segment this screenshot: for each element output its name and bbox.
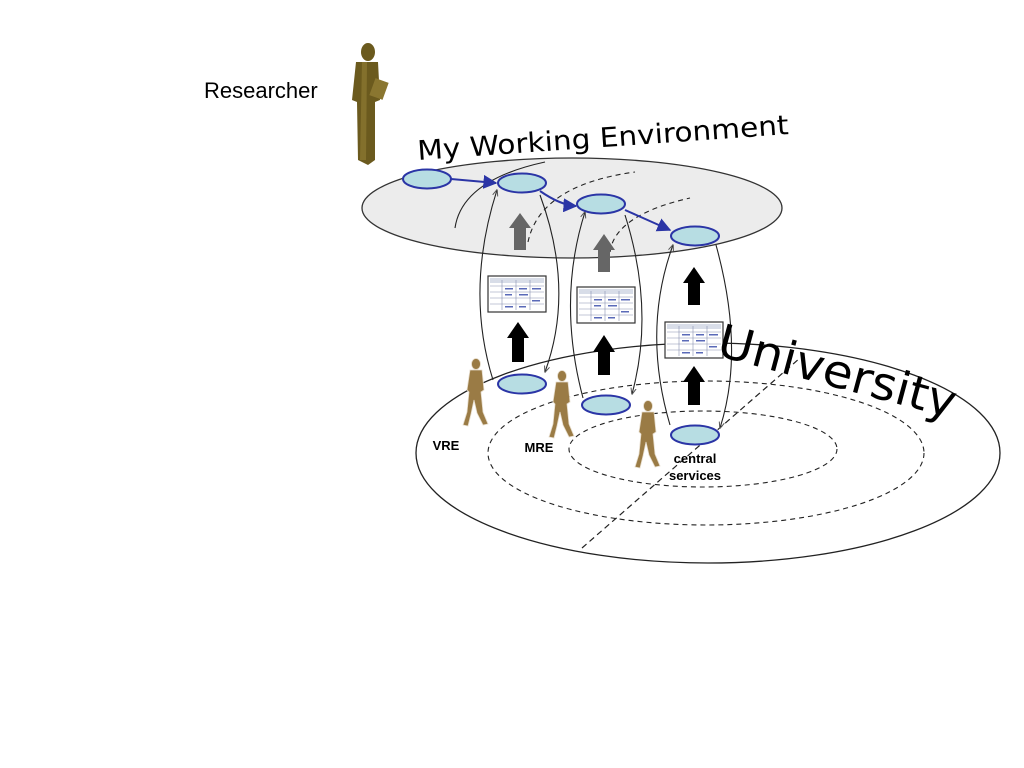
up-arrow-icon — [509, 213, 531, 250]
researcher-figure — [352, 43, 389, 165]
workflow-node — [576, 193, 626, 215]
connector-arcs — [479, 190, 733, 428]
mre-label: MRE — [525, 440, 554, 455]
ring-divider-line — [581, 357, 801, 549]
vre-service-node — [497, 373, 547, 395]
workflow-node — [670, 225, 720, 247]
mre-ring — [487, 380, 925, 526]
up-arrow-icon — [683, 366, 705, 405]
up-arrows — [507, 213, 705, 405]
up-arrow-icon — [683, 267, 705, 305]
central-service-node — [670, 424, 720, 446]
document-table-icon — [664, 321, 724, 359]
central-services-label-line1: central — [674, 451, 717, 466]
central-services-label-line2: services — [669, 468, 721, 483]
up-arrow-icon — [507, 322, 529, 362]
document-table-icon — [576, 286, 636, 324]
up-arrow-icon — [593, 335, 615, 375]
up-arrow-icon — [593, 234, 615, 272]
central-services-ring — [568, 410, 838, 488]
mre-service-node — [581, 394, 631, 416]
document-table-icon — [487, 275, 547, 313]
workflow-node — [402, 168, 452, 190]
service-nodes — [497, 373, 720, 446]
researcher-label: Researcher — [204, 78, 318, 103]
vre-label: VRE — [433, 438, 460, 453]
workflow-nodes — [402, 168, 720, 247]
workflow-node — [497, 172, 547, 194]
